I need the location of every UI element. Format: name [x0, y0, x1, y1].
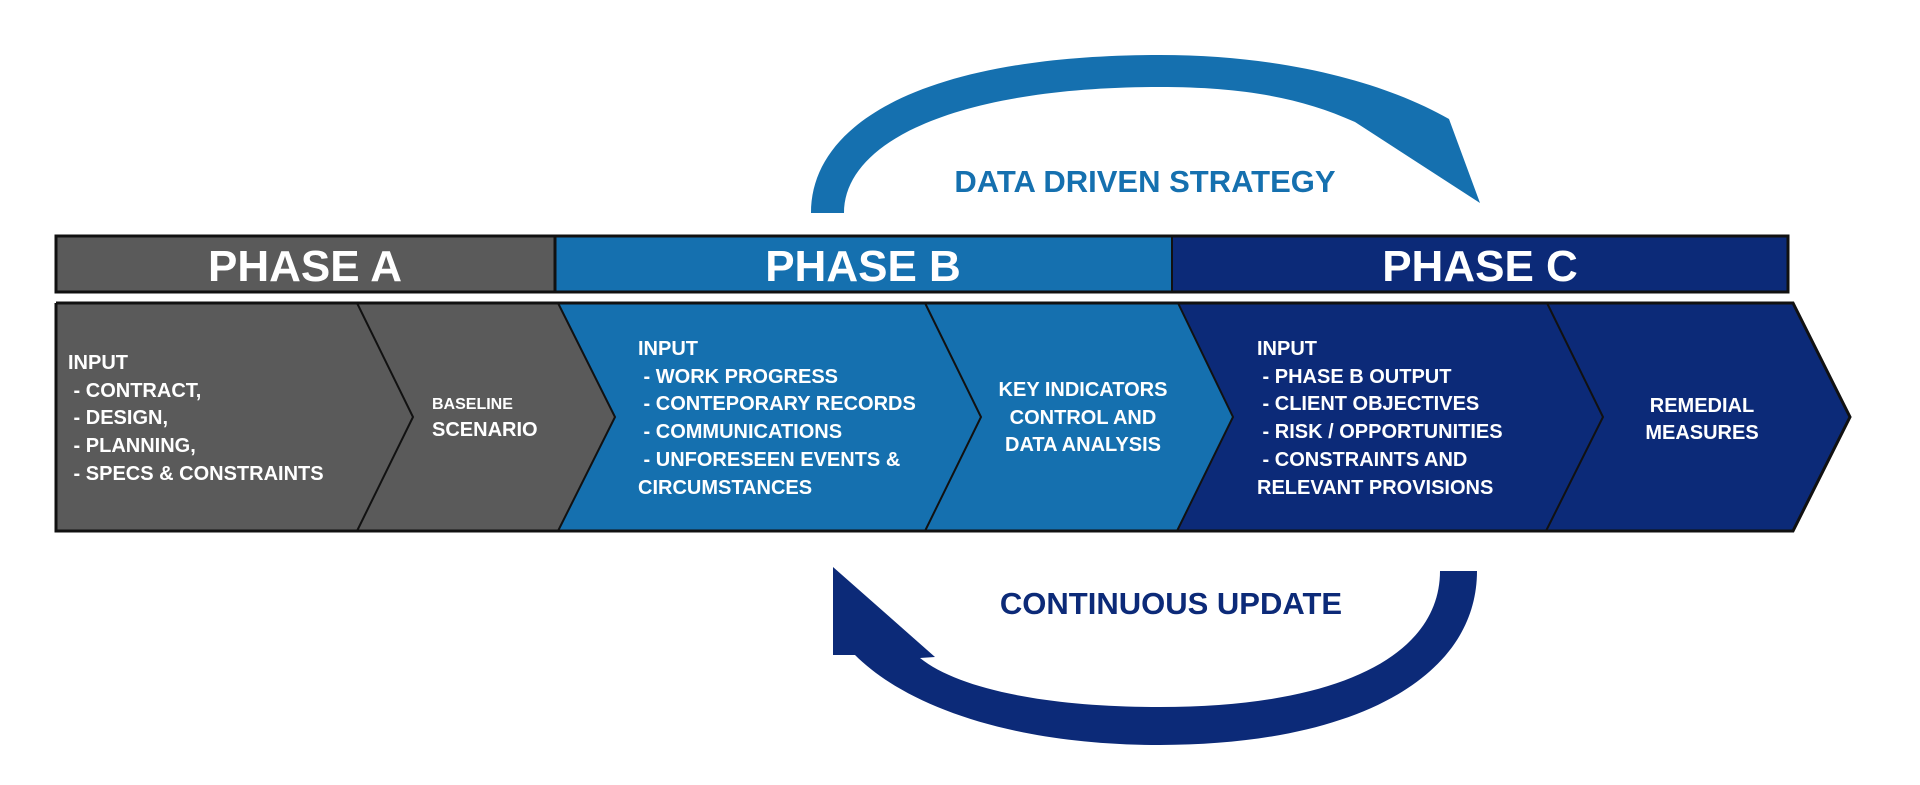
- step-line: SCENARIO: [432, 419, 538, 441]
- data-driven-strategy-arrow-icon: [811, 55, 1480, 213]
- phase-header-bar: PHASE A PHASE B PHASE C: [54, 234, 1790, 294]
- step-line: - CLIENT OBJECTIVES: [1257, 393, 1479, 415]
- step-line: - RISK / OPPORTUNITIES: [1257, 421, 1503, 443]
- phase-c-input-text: INPUT - PHASE B OUTPUT - CLIENT OBJECTIV…: [1257, 338, 1503, 499]
- step-line: - DESIGN,: [68, 407, 168, 429]
- step-line: - UNFORESEEN EVENTS &: [638, 449, 900, 471]
- step-heading: INPUT: [68, 352, 128, 374]
- chevron-divider: [557, 302, 617, 532]
- phase-a-header: [56, 236, 555, 292]
- step-line: - SPECS & CONSTRAINTS: [68, 463, 324, 485]
- phase-b-analysis-text: KEY INDICATORS CONTROL AND DATA ANALYSIS: [999, 379, 1168, 456]
- phase-b-input-chevron: [558, 303, 981, 531]
- step-line: RELEVANT PROVISIONS: [1257, 477, 1493, 499]
- step-line: - PHASE B OUTPUT: [1257, 366, 1451, 388]
- phase-b-title: PHASE B: [765, 242, 961, 291]
- continuous-update-arrow-icon: [833, 567, 1477, 745]
- step-line: CIRCUMSTANCES: [638, 477, 812, 499]
- step-line: CONTROL AND: [1010, 407, 1157, 429]
- step-line: - CONSTRAINTS AND: [1257, 449, 1467, 471]
- chevron-dividers: [356, 302, 1605, 532]
- phase-a-input-text: INPUT - CONTRACT, - DESIGN, - PLANNING, …: [68, 352, 324, 485]
- step-line: DATA ANALYSIS: [1005, 434, 1161, 456]
- step-line: KEY INDICATORS: [999, 379, 1168, 401]
- chevron-divider: [356, 302, 415, 532]
- step-line: REMEDIAL: [1650, 395, 1754, 417]
- phase-a-baseline-chevron: [357, 303, 615, 531]
- process-outline: [54, 301, 1852, 533]
- phase-b-input-text: INPUT - WORK PROGRESS - CONTEPORARY RECO…: [638, 338, 916, 499]
- step-line: - PLANNING,: [68, 435, 196, 457]
- step-heading: INPUT: [1257, 338, 1317, 360]
- step-line: - WORK PROGRESS: [638, 366, 838, 388]
- continuous-update-label: CONTINUOUS UPDATE: [1000, 586, 1342, 621]
- phase-c-header: [1172, 236, 1788, 292]
- phase-a-title: PHASE A: [208, 242, 402, 291]
- phase-b-analysis-chevron: [925, 303, 1233, 531]
- step-line: - CONTRACT,: [68, 380, 201, 402]
- phase-c-remedial-chevron: [1546, 303, 1850, 531]
- phase-b-header: [555, 236, 1172, 292]
- step-heading: BASELINE: [432, 396, 513, 413]
- chevron-divider: [1545, 302, 1605, 532]
- step-line: MEASURES: [1645, 422, 1758, 444]
- phase-a-input-chevron: [56, 303, 413, 531]
- data-driven-strategy-label: DATA DRIVEN STRATEGY: [954, 164, 1336, 199]
- phase-c-remedial-text: REMEDIAL MEASURES: [1645, 395, 1758, 444]
- phase-c-input-chevron: [1177, 303, 1603, 531]
- phase-a-baseline-text: BASELINE SCENARIO: [432, 396, 538, 441]
- step-heading: INPUT: [638, 338, 698, 360]
- step-line: - CONTEPORARY RECORDS: [638, 393, 916, 415]
- process-chevrons: INPUT - CONTRACT, - DESIGN, - PLANNING, …: [54, 301, 1852, 533]
- chevron-divider: [1176, 302, 1235, 532]
- chevron-divider: [924, 302, 983, 532]
- phase-c-title: PHASE C: [1382, 242, 1578, 291]
- phase-header-outline: [54, 234, 1790, 294]
- step-line: - COMMUNICATIONS: [638, 421, 842, 443]
